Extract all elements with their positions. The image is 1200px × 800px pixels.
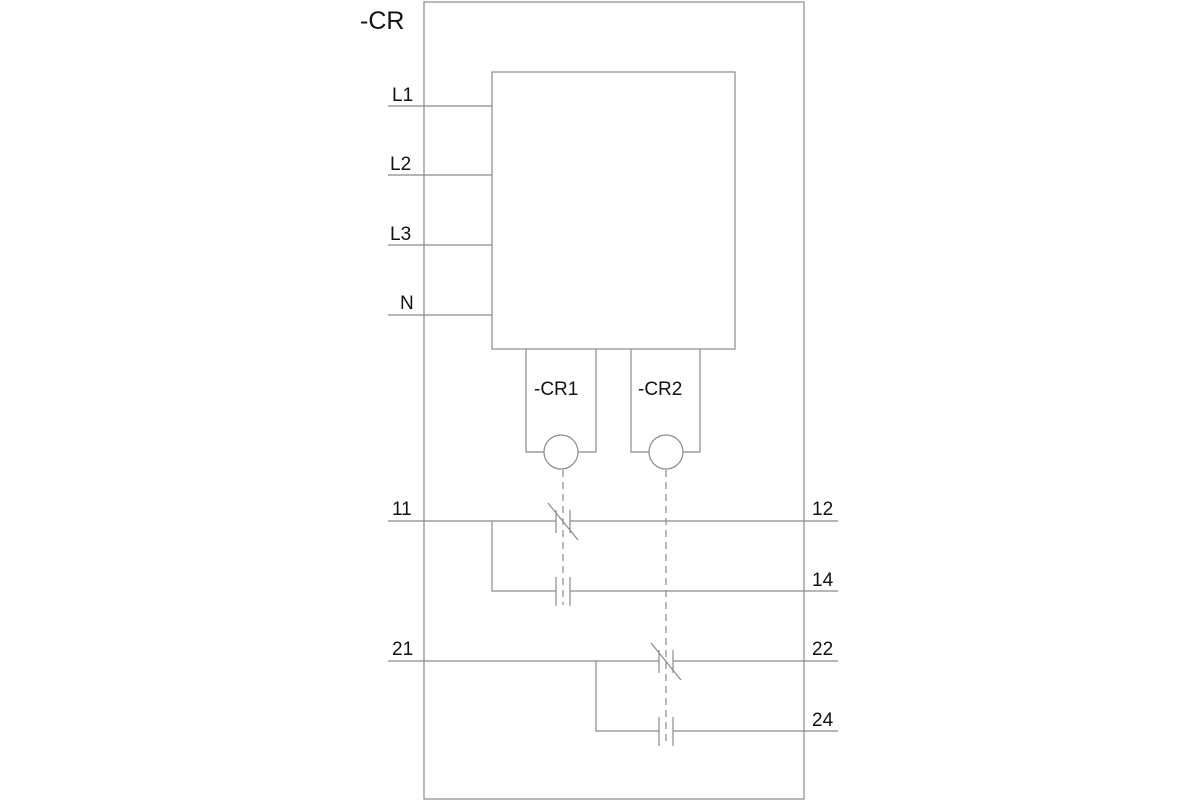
input-label-l3: L3 [390, 224, 411, 245]
coil-symbol-cr2 [648, 434, 684, 470]
device-tag: -CR [360, 7, 404, 35]
relay-label-cr1: -CR1 [534, 379, 578, 400]
input-l1: L1 [388, 85, 492, 107]
contact-group-2: 21 22 24 [388, 639, 838, 746]
contact-group-1: 11 12 14 [388, 499, 838, 606]
input-label-l2: L2 [390, 154, 411, 175]
terminal-21: 21 [392, 639, 413, 660]
input-label-l1: L1 [392, 85, 413, 106]
device-enclosure [423, 1, 805, 800]
terminal-14: 14 [812, 570, 834, 591]
terminal-22: 22 [812, 639, 833, 660]
input-l3: L3 [388, 224, 492, 246]
measuring-module [491, 71, 736, 350]
terminal-24: 24 [812, 710, 834, 731]
input-label-n: N [400, 293, 414, 314]
nc-contact-slash [650, 642, 682, 681]
input-n: N [388, 293, 492, 316]
terminal-11: 11 [392, 499, 412, 520]
nc-contact-slash [547, 502, 579, 541]
relay-coil-cr1: -CR1 [525, 349, 597, 470]
terminal-12: 12 [812, 499, 833, 520]
coil-symbol-cr1 [543, 434, 579, 470]
relay-label-cr2: -CR2 [638, 379, 682, 400]
relay-coil-cr2: -CR2 [630, 349, 701, 470]
input-l2: L2 [388, 154, 492, 176]
